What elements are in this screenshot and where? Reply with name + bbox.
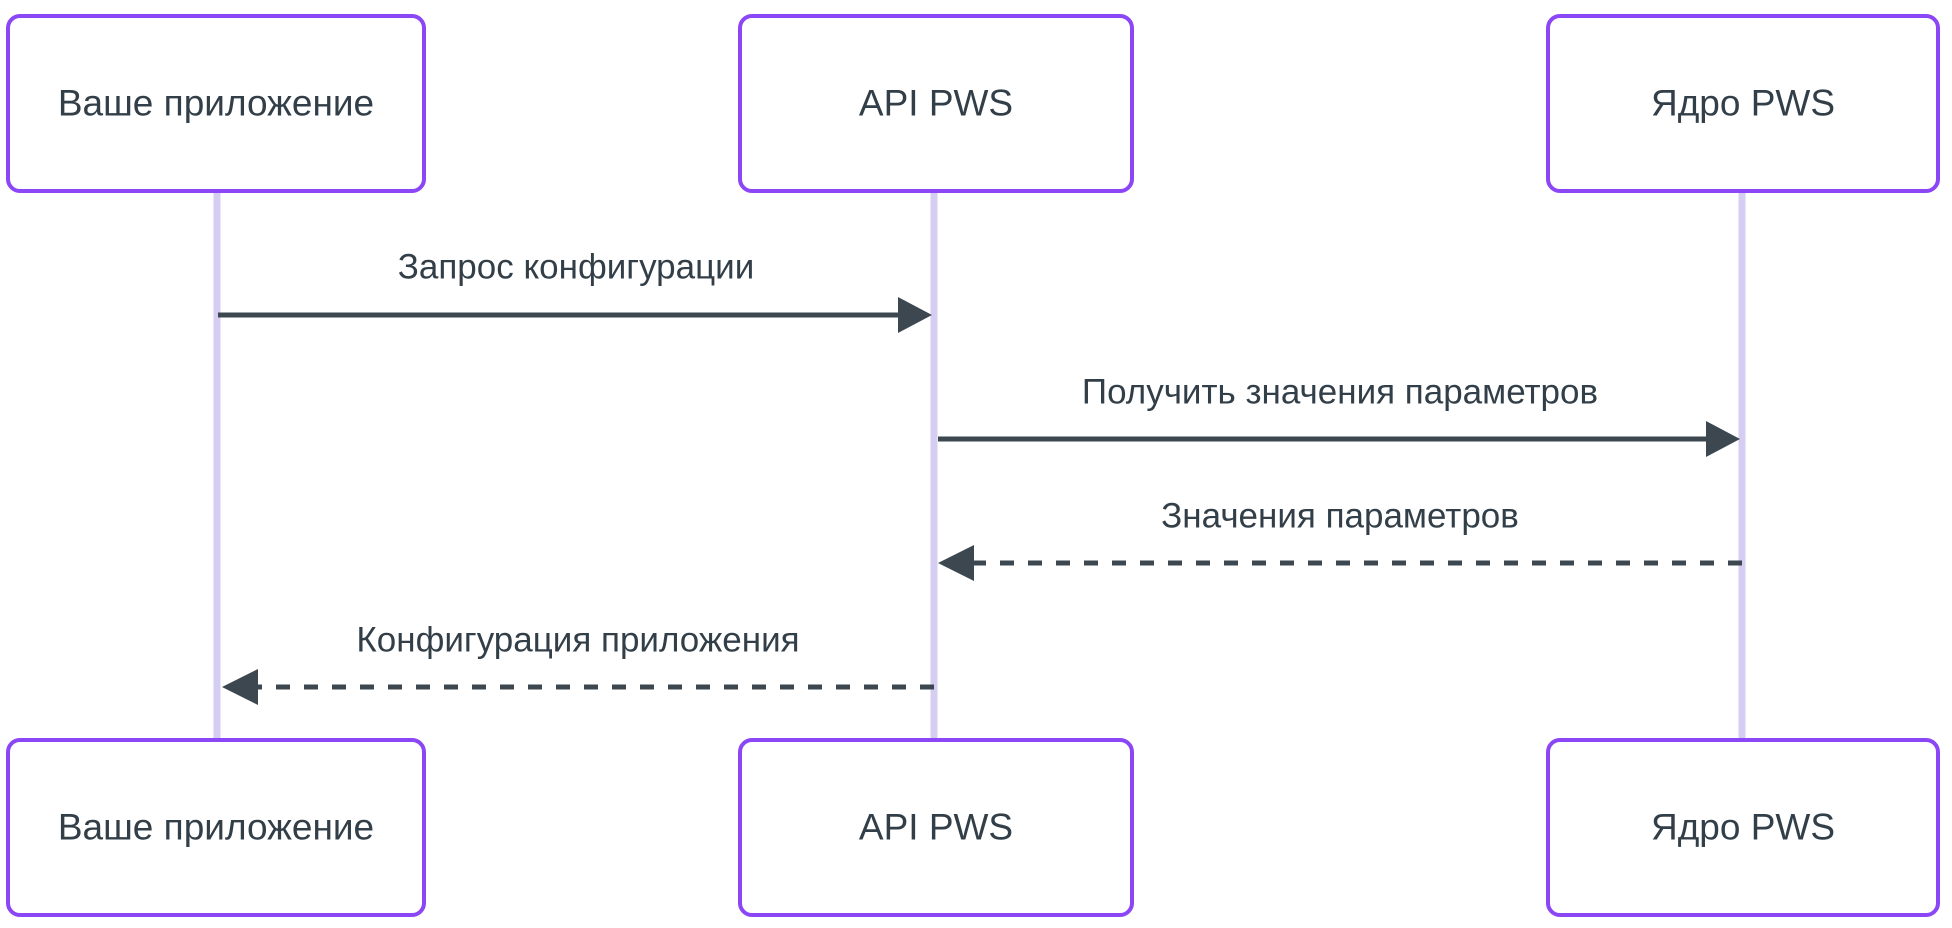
arrowhead-2 [1706, 421, 1740, 457]
participant-label-core-bottom: Ядро PWS [1650, 806, 1836, 848]
message-arrow-4[interactable] [222, 669, 934, 705]
arrowhead-3 [938, 545, 974, 581]
participant-label-api-bottom: API PWS [858, 806, 1014, 848]
participant-box-app-top[interactable] [6, 14, 426, 193]
participant-label-core-top: Ядро PWS [1650, 82, 1836, 124]
participant-boxes-top [6, 14, 1940, 193]
message-arrow-1[interactable] [218, 297, 932, 333]
participant-box-core-top[interactable] [1546, 14, 1940, 193]
participant-box-api-top[interactable] [738, 14, 1134, 193]
participant-boxes-bottom [6, 738, 1940, 917]
participant-label-api-top: API PWS [858, 82, 1014, 124]
arrowhead-1 [898, 297, 932, 333]
message-label-3: Значения параметров [1161, 496, 1519, 536]
participant-label-app-bottom: Ваше приложение [57, 806, 375, 848]
participant-box-app-bottom[interactable] [6, 738, 426, 917]
message-label-1: Запрос конфигурации [397, 247, 755, 287]
participant-label-app-top: Ваше приложение [57, 82, 375, 124]
message-arrow-3[interactable] [938, 545, 1742, 581]
arrowhead-4 [222, 669, 258, 705]
participant-box-api-bottom[interactable] [738, 738, 1134, 917]
lifelines [213, 191, 1746, 740]
participant-box-core-bottom[interactable] [1546, 738, 1940, 917]
message-label-4: Конфигурация приложения [356, 620, 800, 660]
message-arrow-2[interactable] [938, 421, 1740, 457]
message-label-2: Получить значения параметров [1081, 372, 1599, 412]
